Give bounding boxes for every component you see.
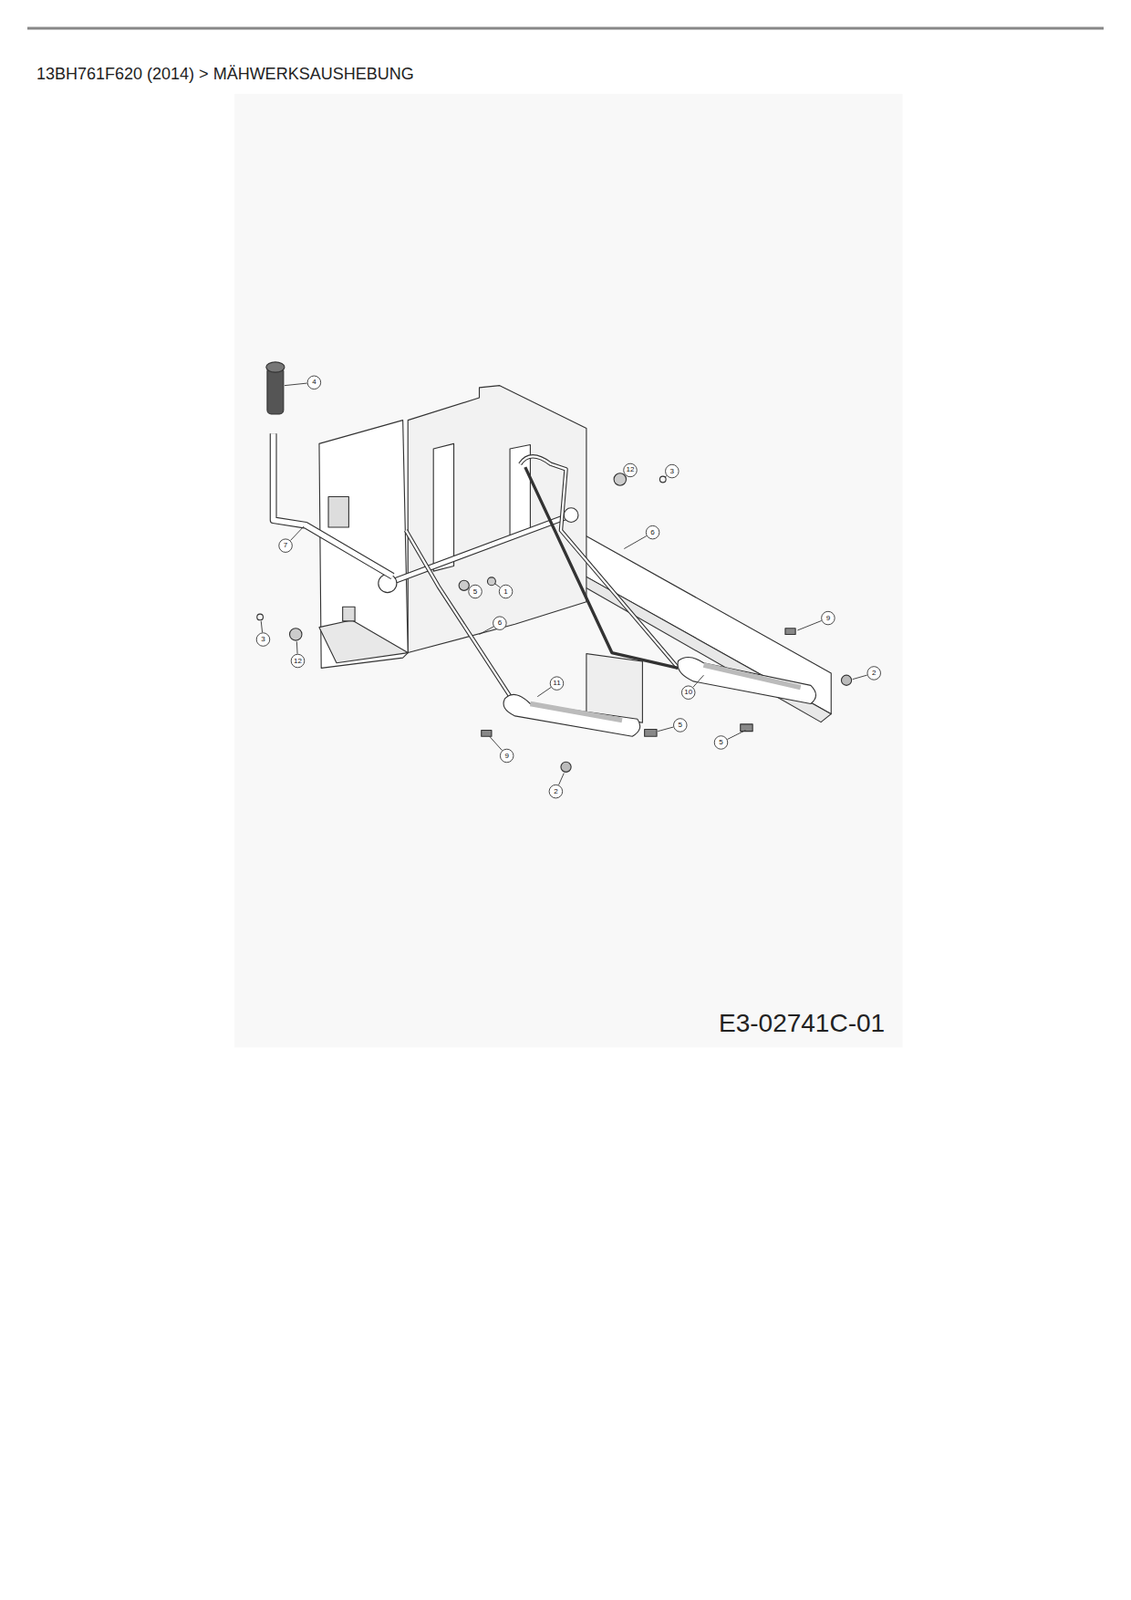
leader-line: [479, 626, 495, 635]
callout-number: 4: [311, 378, 316, 386]
callout-circle: [468, 584, 483, 599]
callout-circle: [623, 463, 638, 478]
callout-number: 2: [871, 669, 876, 677]
callout-circle: [256, 632, 270, 647]
leader-line: [260, 621, 262, 633]
callout-circle: [549, 784, 563, 799]
callout-circle: [493, 616, 508, 631]
callout-circle: [665, 464, 680, 478]
callout-circle: [821, 611, 836, 625]
leader-line: [726, 730, 746, 740]
callout-circle: [681, 685, 696, 700]
callout-circle: [498, 584, 513, 599]
leader-line: [489, 736, 503, 750]
leader-line: [657, 726, 674, 732]
leader-line: [467, 587, 469, 590]
callout-number: 12: [626, 466, 635, 474]
callout-number: 6: [650, 529, 654, 537]
top-rule: [27, 27, 1104, 31]
lift-assembly-drawing: [234, 93, 903, 1048]
callout-circle: [549, 676, 564, 691]
callout-number: 2: [553, 788, 558, 796]
callout-number: 3: [260, 635, 265, 644]
callout-number: 9: [504, 752, 509, 760]
callout-circle: [867, 666, 882, 681]
leader-line: [797, 620, 821, 631]
leader-line: [559, 773, 565, 786]
leader-line: [693, 674, 705, 687]
callout-number: 3: [670, 467, 675, 476]
leader-line: [296, 641, 299, 654]
leader-line: [537, 687, 551, 697]
callout-number: 9: [826, 614, 831, 623]
callout-number: 5: [718, 738, 723, 747]
leader-line: [623, 536, 647, 550]
leader-line: [290, 526, 304, 541]
leader-line: [494, 583, 500, 588]
leader-line: [664, 476, 667, 478]
callout-number: 10: [684, 688, 693, 696]
callout-number: 6: [498, 619, 502, 627]
leader-line: [284, 383, 308, 386]
callout-number: 1: [503, 588, 508, 596]
callout-number: 5: [473, 588, 478, 596]
leader-line: [852, 674, 868, 680]
callout-circle: [307, 375, 322, 390]
callout-circle: [279, 539, 293, 553]
callout-number: 5: [678, 721, 683, 729]
callout-number: 12: [293, 657, 302, 665]
callout-number: 7: [283, 541, 288, 550]
callout-number: 11: [552, 679, 561, 687]
drawing-number: E3-02741C-01: [718, 1010, 885, 1037]
callout-circle: [674, 718, 688, 733]
callout-circle: [499, 748, 514, 763]
callout-circle: [645, 525, 660, 540]
callout-circle: [714, 736, 728, 750]
callout-circle: [290, 653, 305, 668]
page-title: 13BH761F620 (2014) > MÄHWERKSAUSHEBUNG: [36, 65, 415, 83]
callout-marks: [256, 375, 881, 799]
